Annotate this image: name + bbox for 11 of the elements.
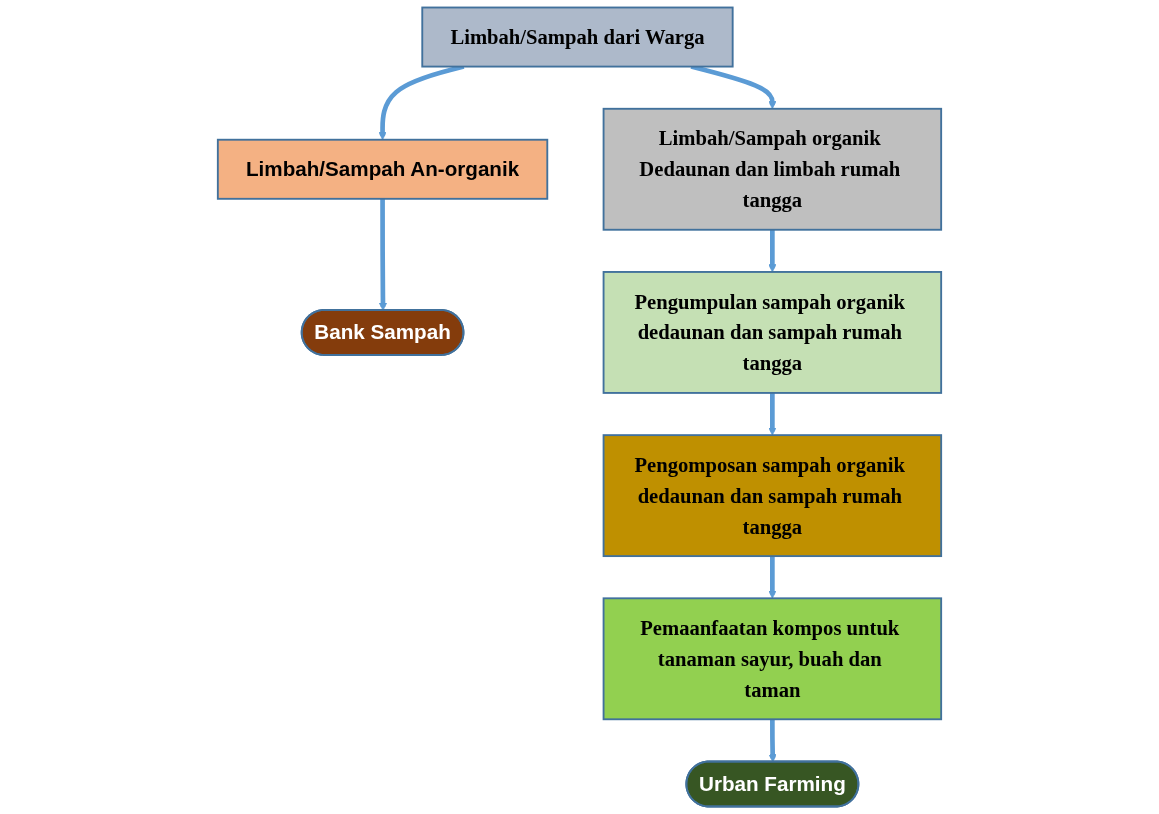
node-box: Pemaanfaatan kompos untuk tanaman sayur, buah dan taman xyxy=(602,597,943,721)
arrow xyxy=(768,392,777,436)
node-box: Limbah/Sampah dari Warga xyxy=(421,6,734,68)
node-box: Limbah/Sampah organik Dedaunan dan limbah rumah tangga xyxy=(602,107,943,231)
arrow xyxy=(768,229,777,273)
arrow xyxy=(768,556,777,599)
node-box: Limbah/Sampah An-organik xyxy=(216,138,549,200)
node-box: Pengomposan sampah organik dedaunan dan sampah rumah tangga xyxy=(602,434,943,558)
arrow xyxy=(768,719,777,763)
arrow xyxy=(378,198,388,311)
node-box: Pengumpulan sampah organik dedaunan dan sampah rumah tangga xyxy=(602,271,943,394)
